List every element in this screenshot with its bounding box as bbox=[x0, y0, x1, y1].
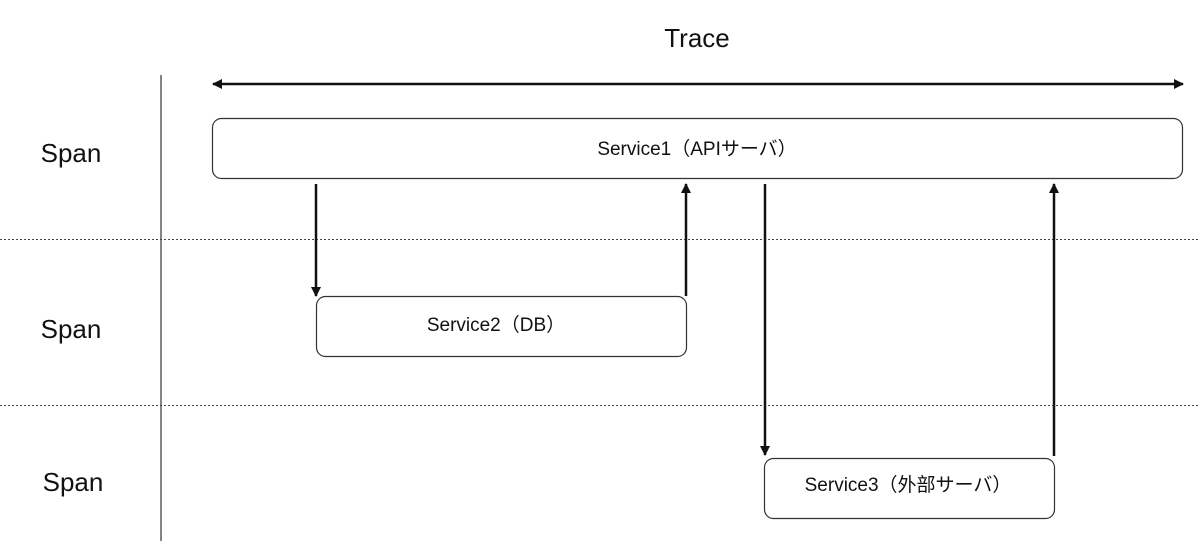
row-label-span-3: Span bbox=[43, 467, 104, 497]
service2-box bbox=[315, 295, 688, 358]
row-label-span-1: Span bbox=[41, 138, 102, 168]
service1-box bbox=[211, 117, 1184, 180]
service2-label: Service2（DB） bbox=[427, 314, 565, 336]
service3-label: Service3（外部サーバ） bbox=[805, 474, 1012, 496]
trace-label: Trace bbox=[664, 23, 730, 53]
service1-label: Service1（APIサーバ） bbox=[597, 138, 796, 160]
service3-box bbox=[763, 457, 1056, 520]
row-label-span-2: Span bbox=[41, 314, 102, 344]
